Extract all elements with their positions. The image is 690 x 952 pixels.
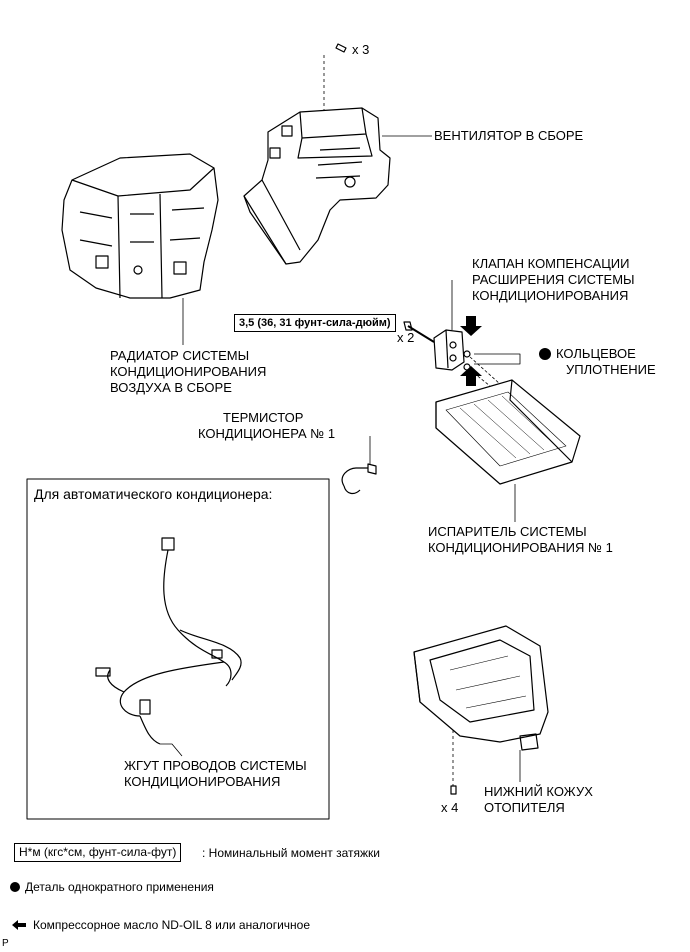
o-ring-label-line-1: КОЛЬЦЕВОЕ xyxy=(556,346,636,361)
valve-bolt xyxy=(403,321,435,343)
legend-single-use: Деталь однократного применения xyxy=(25,880,214,894)
o-ring-label: КОЛЬЦЕВОЕ УПЛОТНЕНИЕ xyxy=(556,346,656,378)
corner-mark: P xyxy=(2,938,9,949)
legend-torque-desc: : Номинальный момент затяжки xyxy=(202,846,380,860)
thermistor xyxy=(341,463,377,495)
lower-case-label-line-2: ОТОПИТЕЛЯ xyxy=(484,800,565,815)
thermistor-label-line-1: ТЕРМИСТОР xyxy=(223,410,304,425)
lower-case-label: НИЖНИЙ КОЖУХ ОТОПИТЕЛЯ xyxy=(484,784,593,816)
legend-oil: Компрессорное масло ND-OIL 8 или аналоги… xyxy=(33,918,311,932)
lower-case-label-line-1: НИЖНИЙ КОЖУХ xyxy=(484,784,593,799)
single-use-dot-legend xyxy=(10,882,20,892)
legend-torque-box: Н*м (кгс*см, фунт-сила-фут) xyxy=(14,843,182,862)
oil-arrow-up xyxy=(460,366,482,386)
torque-spec-box: 3,5 (36, 31 фунт-сила-дюйм) xyxy=(234,314,396,332)
inset-title: Для автоматического кондиционера: xyxy=(34,486,273,502)
inset-frame xyxy=(26,478,330,820)
valve-label: КЛАПАН КОМПЕНСАЦИИ РАСШИРЕНИЯ СИСТЕМЫ КО… xyxy=(472,256,635,304)
valve-label-line-3: КОНДИЦИОНИРОВАНИЯ xyxy=(472,288,629,303)
evaporator-label-line-2: КОНДИЦИОНИРОВАНИЯ № 1 xyxy=(428,540,613,555)
radiator-label-line-3: ВОЗДУХА В СБОРЕ xyxy=(110,380,232,395)
radiator-assembly xyxy=(61,153,219,299)
o-ring-label-line-2: УПЛОТНЕНИЕ xyxy=(566,362,656,377)
harness-label-line-2: КОНДИЦИОНИРОВАНИЯ xyxy=(124,774,281,789)
thermistor-label: ТЕРМИСТОР КОНДИЦИОНЕРА № 1 xyxy=(198,410,335,442)
evaporator-label-line-1: ИСПАРИТЕЛЬ СИСТЕМЫ xyxy=(428,524,587,539)
evaporator-label: ИСПАРИТЕЛЬ СИСТЕМЫ КОНДИЦИОНИРОВАНИЯ № 1 xyxy=(428,524,613,556)
blower-screw-qty: x 3 xyxy=(352,42,370,57)
screw-qty: x 4 xyxy=(441,800,459,815)
radiator-label-line-2: КОНДИЦИОНИРОВАНИЯ xyxy=(110,364,267,379)
oil-arrow-legend xyxy=(12,920,26,930)
harness-label-line-1: ЖГУТ ПРОВОДОВ СИСТЕМЫ xyxy=(124,758,307,773)
bolt-qty: x 2 xyxy=(397,330,415,345)
evaporator xyxy=(435,379,581,485)
blower-label: ВЕНТИЛЯТОР В СБОРЕ xyxy=(434,128,584,143)
expansion-valve xyxy=(433,329,465,371)
harness-label: ЖГУТ ПРОВОДОВ СИСТЕМЫ КОНДИЦИОНИРОВАНИЯ xyxy=(124,758,307,790)
valve-label-line-1: КЛАПАН КОМПЕНСАЦИИ xyxy=(472,256,630,271)
oil-arrow-down xyxy=(460,316,482,336)
radiator-label: РАДИАТОР СИСТЕМЫ КОНДИЦИОНИРОВАНИЯ ВОЗДУ… xyxy=(110,348,266,396)
valve-label-line-2: РАСШИРЕНИЯ СИСТЕМЫ xyxy=(472,272,635,287)
thermistor-label-line-2: КОНДИЦИОНЕРА № 1 xyxy=(198,426,336,441)
lower-case xyxy=(413,625,549,751)
blower-assembly xyxy=(243,107,391,265)
wire-harness xyxy=(95,537,242,745)
radiator-label-line-1: РАДИАТОР СИСТЕМЫ xyxy=(110,348,250,363)
blower-screw xyxy=(323,43,347,110)
single-use-dot-o-ring xyxy=(539,348,551,360)
